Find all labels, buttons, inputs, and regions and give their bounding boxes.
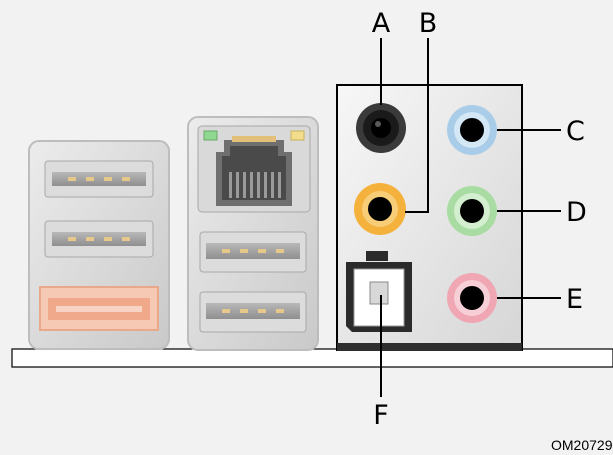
- figure-code: OM20729: [551, 437, 613, 453]
- callout-label-e: E: [566, 284, 583, 315]
- audio-jack-a: [356, 103, 406, 153]
- lan-port: [197, 125, 311, 213]
- usb-port-lan-lower: [199, 291, 307, 333]
- audio-jack-d: [447, 186, 497, 236]
- board-edge: [11, 348, 613, 368]
- callout-label-c: C: [566, 116, 585, 147]
- esata-port: [39, 286, 159, 331]
- callout-label-b: B: [419, 8, 438, 39]
- leader-lines: [380, 38, 561, 397]
- usb-port-lan-upper: [199, 231, 307, 273]
- callout-label-a: A: [372, 8, 391, 39]
- audio-panel: [336, 84, 523, 351]
- callout-label-d: D: [566, 197, 587, 228]
- usb-port-top: [44, 160, 154, 198]
- audio-jack-e: [447, 273, 497, 323]
- usb-port-middle: [44, 220, 154, 258]
- leader-line-b: [405, 38, 429, 213]
- lan-usb-stack: [187, 116, 319, 351]
- callout-label-f: F: [373, 400, 389, 431]
- optical-port-f: [346, 251, 412, 332]
- audio-jack-b: [354, 183, 406, 235]
- audio-jack-c: [447, 105, 497, 155]
- usb-esata-stack: [28, 140, 170, 350]
